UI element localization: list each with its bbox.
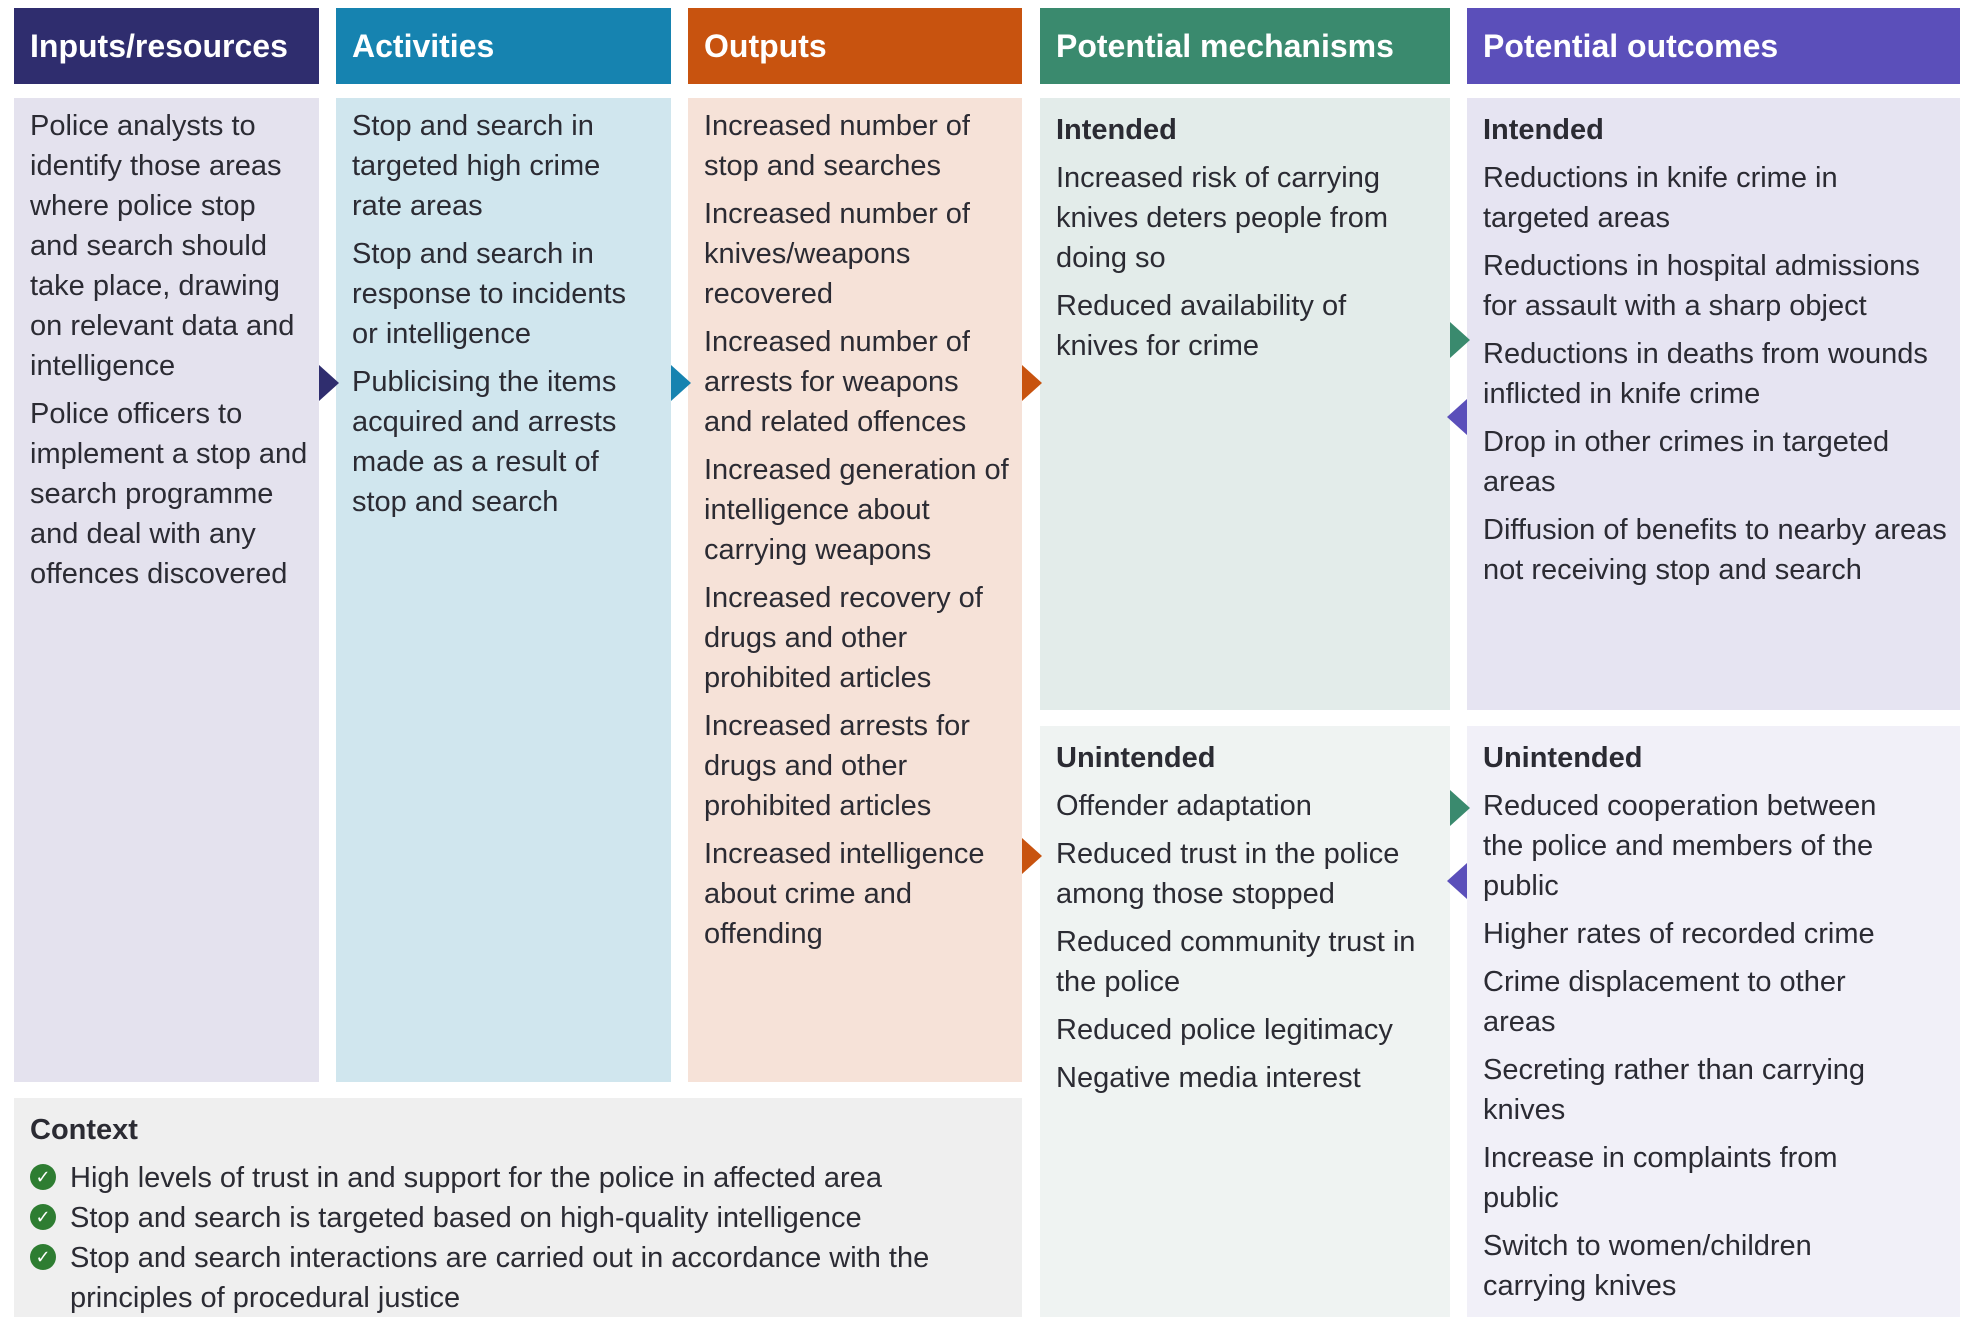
inputs-box: Police analysts to identify those areas … xyxy=(14,98,319,1082)
context-item: ✓ Stop and search interactions are carri… xyxy=(30,1238,1006,1318)
mechanisms-intended-label: Intended xyxy=(1056,114,1177,146)
mechanisms-unintended-label: Unintended xyxy=(1056,742,1216,774)
outcomes-unintended-label: Unintended xyxy=(1483,742,1643,774)
header-inputs: Inputs/resources xyxy=(14,8,319,84)
outcomes-unintended-item: Higher rates of recorded crime xyxy=(1483,918,1875,950)
activities-box: Stop and search in targeted high crime r… xyxy=(336,98,671,1082)
outcomes-unintended-item: Secreting rather than carrying knives xyxy=(1483,1054,1866,1126)
mechanisms-intended-item: Reduced availability of knives for crime xyxy=(1056,290,1347,362)
arrow-right-icon xyxy=(319,365,339,401)
activities-item: Stop and search in response to incidents… xyxy=(352,238,627,350)
outcomes-intended-item: Drop in other crimes in targeted areas xyxy=(1483,426,1890,498)
arrow-right-icon xyxy=(671,365,691,401)
outcomes-unintended-box: Unintended Reduced cooperation between t… xyxy=(1467,726,1960,1317)
inputs-item: Police analysts to identify those areas … xyxy=(30,110,295,382)
arrow-right-icon xyxy=(1022,365,1042,401)
header-activities: Activities xyxy=(336,8,671,84)
context-item-text: High levels of trust in and support for … xyxy=(70,1162,882,1194)
inputs-item: Police officers to implement a stop and … xyxy=(30,398,308,590)
outcomes-unintended-item: Reduced cooperation between the police a… xyxy=(1483,790,1877,902)
outputs-item: Increased number of knives/weapons recov… xyxy=(704,198,970,310)
context-item-text: Stop and search is targeted based on hig… xyxy=(70,1202,862,1234)
arrow-left-icon xyxy=(1447,399,1467,435)
outcomes-intended-item: Diffusion of benefits to nearby areas no… xyxy=(1483,514,1947,586)
context-item: ✓ Stop and search is targeted based on h… xyxy=(30,1198,1006,1238)
mechanisms-unintended-item: Reduced trust in the police among those … xyxy=(1056,838,1400,910)
arrow-left-icon xyxy=(1447,863,1467,899)
context-item: ✓ High levels of trust in and support fo… xyxy=(30,1158,1006,1198)
outcomes-intended-label: Intended xyxy=(1483,114,1604,146)
check-circle-icon: ✓ xyxy=(30,1204,56,1230)
header-outputs: Outputs xyxy=(688,8,1022,84)
outcomes-intended-item: Reductions in deaths from wounds inflict… xyxy=(1483,338,1928,410)
activities-item: Stop and search in targeted high crime r… xyxy=(352,110,601,222)
outputs-item: Increased recovery of drugs and other pr… xyxy=(704,582,983,694)
outcomes-unintended-item: Crime displacement to other areas xyxy=(1483,966,1846,1038)
check-circle-icon: ✓ xyxy=(30,1244,56,1270)
mechanisms-intended-item: Increased risk of carrying knives deters… xyxy=(1056,162,1389,274)
context-item-text: Stop and search interactions are carried… xyxy=(70,1242,930,1314)
context-box: Context ✓ High levels of trust in and su… xyxy=(14,1098,1022,1317)
check-circle-icon: ✓ xyxy=(30,1164,56,1190)
outcomes-unintended-item: Switch to women/children carrying knives xyxy=(1483,1230,1812,1302)
header-outcomes: Potential outcomes xyxy=(1467,8,1960,84)
arrow-right-icon xyxy=(1450,322,1470,358)
outcomes-intended-item: Reductions in knife crime in targeted ar… xyxy=(1483,162,1838,234)
header-inputs-label: Inputs/resources xyxy=(30,27,288,64)
outputs-item: Increased generation of intelligence abo… xyxy=(704,454,1009,566)
activities-item: Publicising the items acquired and arres… xyxy=(352,366,617,518)
header-outputs-label: Outputs xyxy=(704,27,827,64)
outputs-item: Increased arrests for drugs and other pr… xyxy=(704,710,970,822)
header-mechanisms: Potential mechanisms xyxy=(1040,8,1450,84)
mechanisms-unintended-box: Unintended Offender adaptation Reduced t… xyxy=(1040,726,1450,1317)
context-title: Context xyxy=(30,1114,138,1146)
arrow-right-icon xyxy=(1022,838,1042,874)
outputs-box: Increased number of stop and searches In… xyxy=(688,98,1022,1082)
outcomes-intended-item: Reductions in hospital admissions for as… xyxy=(1483,250,1920,322)
header-mechanisms-label: Potential mechanisms xyxy=(1056,27,1394,64)
outputs-item: Increased number of stop and searches xyxy=(704,110,970,182)
arrow-right-icon xyxy=(1450,790,1470,826)
header-activities-label: Activities xyxy=(352,27,495,64)
header-outcomes-label: Potential outcomes xyxy=(1483,27,1779,64)
outcomes-unintended-item: Increase in complaints from public xyxy=(1483,1142,1838,1214)
mechanisms-intended-box: Intended Increased risk of carrying kniv… xyxy=(1040,98,1450,710)
mechanisms-unintended-item: Reduced community trust in the police xyxy=(1056,926,1416,998)
mechanisms-unintended-item: Negative media interest xyxy=(1056,1062,1361,1094)
mechanisms-unintended-item: Offender adaptation xyxy=(1056,790,1312,822)
outputs-item: Increased number of arrests for weapons … xyxy=(704,326,970,438)
outcomes-intended-box: Intended Reductions in knife crime in ta… xyxy=(1467,98,1960,710)
outputs-item: Increased intelligence about crime and o… xyxy=(704,838,985,950)
mechanisms-unintended-item: Reduced police legitimacy xyxy=(1056,1014,1393,1046)
